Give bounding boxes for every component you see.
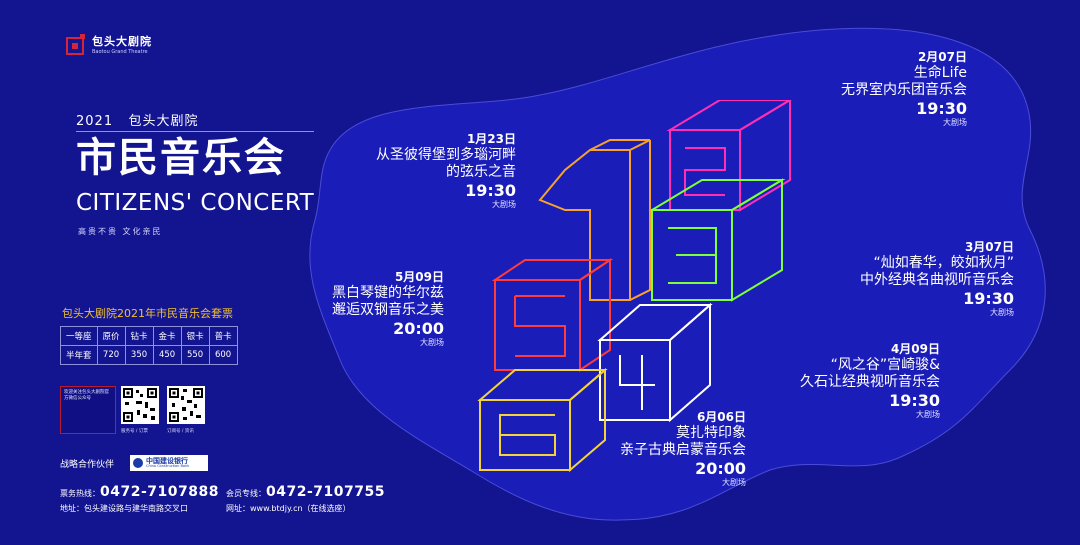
event-jun06[interactable]: 6月06日 莫扎特印象 亲子古典启蒙音乐会 20:00 大剧场 bbox=[620, 410, 746, 488]
event-title-line: 邂逅双钢音乐之美 bbox=[332, 301, 444, 318]
qr-code-icon bbox=[167, 386, 205, 424]
table-cell: 550 bbox=[180, 345, 210, 365]
bank-logo-icon bbox=[133, 458, 143, 468]
pink-cube-2 bbox=[666, 100, 792, 212]
event-time: 20:00 bbox=[393, 318, 444, 338]
event-feb07[interactable]: 2月07日 生命Life 无界室内乐团音乐会 19:30 大剧场 bbox=[841, 50, 967, 128]
table-cell: 一等座 bbox=[60, 326, 98, 346]
header-venue: 包头大剧院 bbox=[128, 114, 199, 129]
sponsor-label: 战略合作伙伴 bbox=[60, 460, 115, 470]
table-cell: 银卡 bbox=[180, 326, 210, 346]
hotline-number[interactable]: 0472-7107888 bbox=[100, 484, 219, 500]
theatre-logo: 包头大剧院 Baotou Grand Theatre bbox=[66, 34, 152, 56]
ticket-package-title: 包头大剧院2021年市民音乐会套票 bbox=[62, 307, 233, 320]
event-time: 20:00 bbox=[695, 458, 746, 478]
event-date: 5月09日 bbox=[394, 270, 444, 284]
event-venue: 大剧场 bbox=[722, 478, 746, 488]
hotline-label: 票务热线： bbox=[60, 489, 100, 498]
green-cube-3 bbox=[648, 178, 786, 302]
event-title-line: 生命Life bbox=[913, 64, 967, 81]
table-cell: 450 bbox=[152, 345, 182, 365]
table-cell: 600 bbox=[208, 345, 238, 365]
table-row: 半年套 720 350 450 550 600 bbox=[60, 345, 238, 365]
qr-subscription[interactable]: 订阅号 / 资讯 bbox=[167, 386, 205, 434]
table-cell: 350 bbox=[124, 345, 154, 365]
member-line-label: 会员专线： bbox=[226, 489, 266, 498]
event-title-line: 亲子古典启蒙音乐会 bbox=[620, 441, 746, 458]
event-venue: 大剧场 bbox=[990, 308, 1014, 318]
table-cell: 半年套 bbox=[60, 345, 98, 365]
event-title-line: 中外经典名曲视听音乐会 bbox=[860, 271, 1014, 288]
event-mar07[interactable]: 3月07日 “灿如春华，皎如秋月” 中外经典名曲视听音乐会 19:30 大剧场 bbox=[860, 240, 1014, 318]
orange-cube-1 bbox=[538, 139, 651, 301]
event-time: 19:30 bbox=[916, 98, 967, 118]
event-title-line: 莫扎特印象 bbox=[676, 424, 746, 441]
member-line: 会员专线：0472-7107755 bbox=[226, 484, 385, 500]
bank-name-cn: 中国建设银行 bbox=[146, 456, 188, 465]
event-jan23[interactable]: 1月23日 从圣彼得堡到多瑙河畔 的弦乐之音 19:30 大剧场 bbox=[376, 132, 516, 210]
event-date: 4月09日 bbox=[890, 342, 940, 356]
qr-service[interactable]: 服务号 / 订票 bbox=[121, 386, 159, 434]
event-date: 1月23日 bbox=[466, 132, 516, 146]
bank-name-en: China Construction Bank bbox=[146, 463, 190, 468]
event-time: 19:30 bbox=[889, 390, 940, 410]
logo-name-cn: 包头大剧院 bbox=[92, 34, 152, 48]
event-venue: 大剧场 bbox=[943, 118, 967, 128]
table-header-row: 一等座 原价 钻卡 金卡 银卡 普卡 bbox=[60, 326, 238, 346]
qr-caption: 服务号 / 订票 bbox=[121, 429, 148, 434]
page-title-cn: 市民音乐会 bbox=[76, 135, 286, 181]
logo-name-en: Baotou Grand Theatre bbox=[92, 48, 148, 55]
qr-code-icon bbox=[121, 386, 159, 424]
address: 地址：包头建设路与建华南路交叉口 bbox=[60, 504, 188, 513]
event-title-line: 黑白琴键的华尔兹 bbox=[332, 284, 444, 301]
event-date: 6月06日 bbox=[696, 410, 746, 424]
table-cell: 普卡 bbox=[208, 326, 238, 346]
neon-number-cubes-graphic bbox=[477, 100, 792, 473]
yellow-cube-6 bbox=[477, 367, 608, 473]
wechat-follow-note: 欢迎关注包头大剧院官方微信公众号 bbox=[60, 386, 116, 434]
hotline: 票务热线：0472-7107888 bbox=[60, 484, 219, 500]
red-cube-5 bbox=[491, 258, 614, 372]
event-date: 3月07日 bbox=[964, 240, 1014, 254]
theatre-logo-icon bbox=[66, 34, 85, 55]
header-year: 2021 bbox=[76, 114, 114, 129]
website[interactable]: 网址：www.btdjy.cn（在线选座） bbox=[226, 504, 351, 513]
event-time: 19:30 bbox=[465, 180, 516, 200]
table-cell: 金卡 bbox=[152, 326, 182, 346]
table-cell: 原价 bbox=[96, 326, 126, 346]
event-venue: 大剧场 bbox=[492, 200, 516, 210]
year-line: 2021 包头大剧院 bbox=[76, 110, 199, 129]
table-cell: 720 bbox=[96, 345, 126, 365]
tagline: 高贵不贵 文化亲民 bbox=[78, 227, 163, 236]
event-title-line: 久石让经典视听音乐会 bbox=[800, 373, 940, 390]
event-time: 19:30 bbox=[963, 288, 1014, 308]
wechat-follow-text: 欢迎关注包头大剧院官方微信公众号 bbox=[64, 390, 109, 401]
event-title-line: “灿如春华，皎如秋月” bbox=[873, 254, 1014, 271]
page-title-en: CITIZENS' CONCERT bbox=[76, 190, 315, 216]
event-title-line: “风之谷”宫崎骏& bbox=[830, 356, 940, 373]
event-date: 2月07日 bbox=[917, 50, 967, 64]
member-line-number[interactable]: 0472-7107755 bbox=[266, 484, 385, 500]
event-apr09[interactable]: 4月09日 “风之谷”宫崎骏& 久石让经典视听音乐会 19:30 大剧场 bbox=[800, 342, 940, 420]
ticket-price-table: 一等座 原价 钻卡 金卡 银卡 普卡 半年套 720 350 450 550 6… bbox=[60, 326, 238, 365]
bank-logo: 中国建设银行 China Construction Bank bbox=[130, 455, 208, 471]
table-cell: 钻卡 bbox=[124, 326, 154, 346]
event-may09[interactable]: 5月09日 黑白琴键的华尔兹 邂逅双钢音乐之美 20:00 大剧场 bbox=[332, 270, 444, 348]
event-venue: 大剧场 bbox=[916, 410, 940, 420]
event-title-line: 从圣彼得堡到多瑙河畔 bbox=[376, 146, 516, 163]
title-divider bbox=[76, 131, 314, 132]
white-cube-4 bbox=[597, 302, 713, 423]
event-title-line: 无界室内乐团音乐会 bbox=[841, 81, 967, 98]
qr-caption: 订阅号 / 资讯 bbox=[167, 429, 194, 434]
event-title-line: 的弦乐之音 bbox=[446, 163, 516, 180]
event-venue: 大剧场 bbox=[420, 338, 444, 348]
